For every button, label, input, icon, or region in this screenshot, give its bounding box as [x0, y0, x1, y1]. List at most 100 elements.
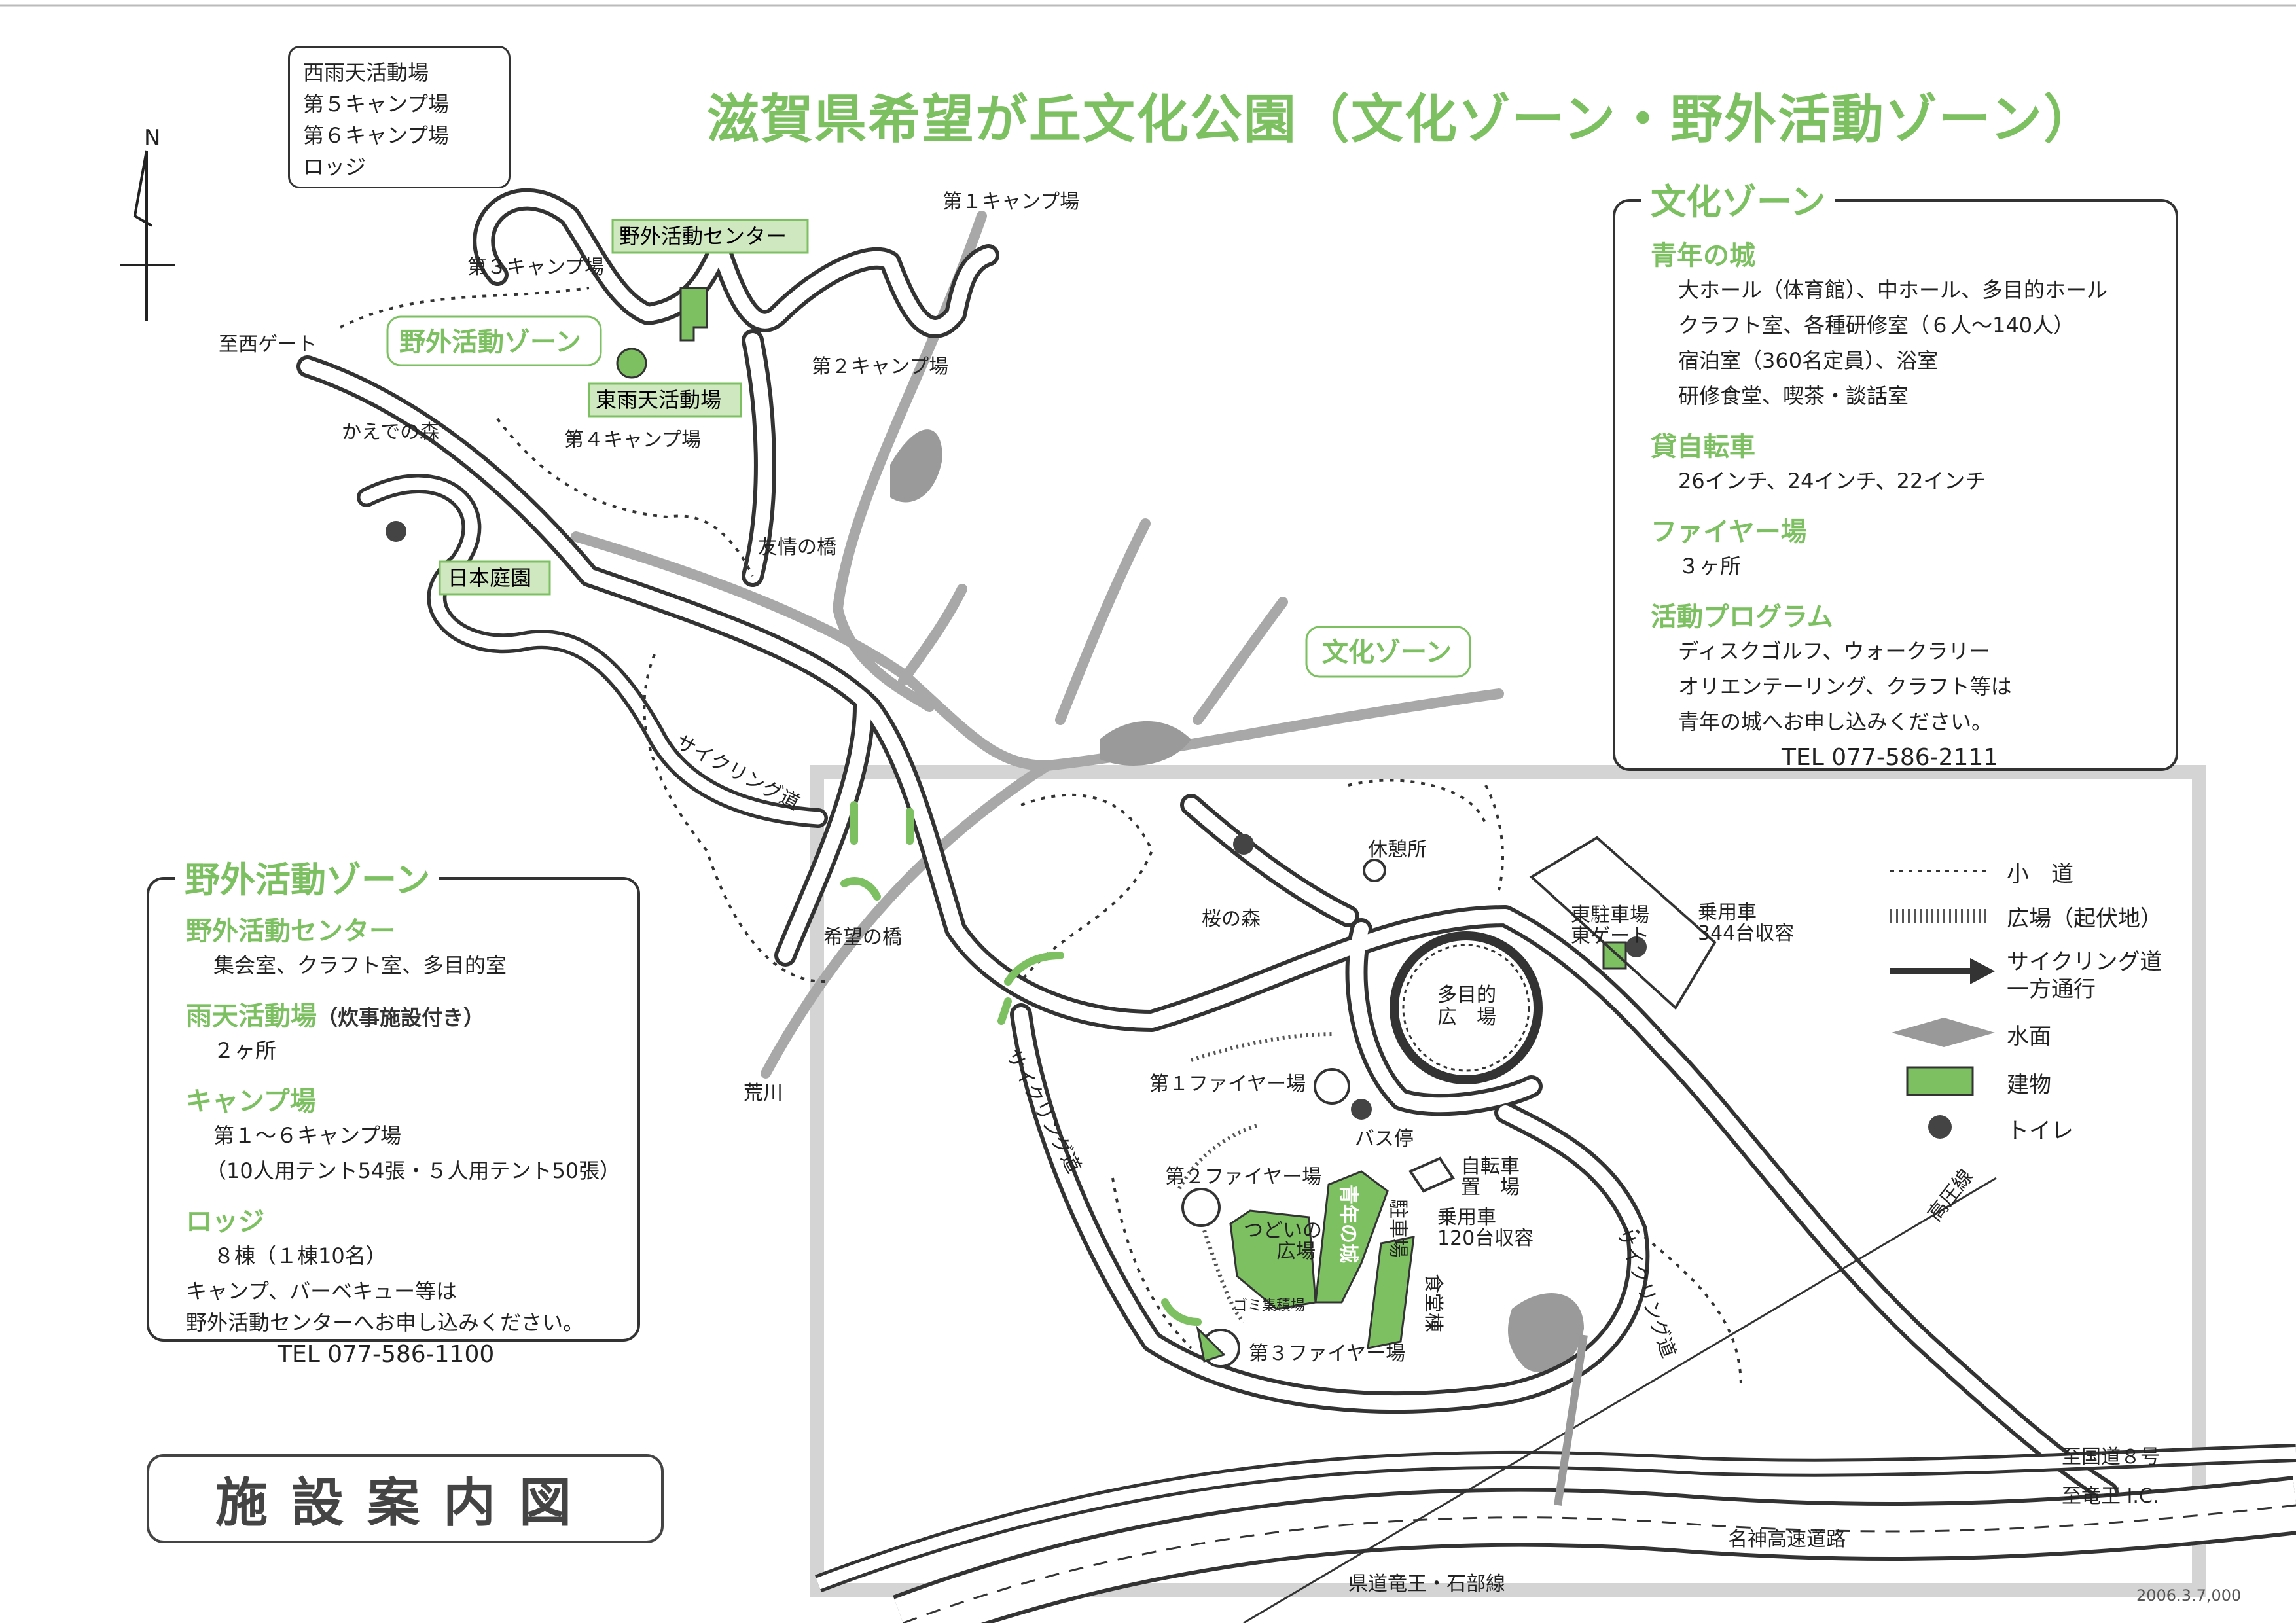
label-multi-plaza-line1: 多目的 — [1437, 984, 1496, 1007]
tsudoi-plaza-building — [1229, 1209, 1317, 1310]
label-seinen: 青年の城 — [1336, 1185, 1359, 1263]
rest-area-marker — [1363, 859, 1386, 882]
outdoor-heading-text: 雨天活動場 — [186, 1001, 317, 1031]
label-fire3: 第３ファイヤー場 — [1249, 1342, 1405, 1365]
cycling-arrow-6 — [1161, 1298, 1202, 1326]
outdoor-section-line: 第１〜６キャンプ場 — [213, 1123, 402, 1148]
legend-plaza: 広場（起伏地） — [2007, 906, 2162, 932]
culture-section-line: ディスクゴルフ、ウォークラリー — [1678, 639, 1990, 664]
roads — [296, 188, 2119, 1503]
cycling-arrow-3 — [840, 877, 881, 901]
boxed-labels: 野外活動センター 東雨天活動場 日本庭園 野外活動ゾーン 文化ゾーン — [386, 219, 1471, 678]
box-japanese-garden — [439, 560, 551, 596]
label-bus-stop: バス停 — [1355, 1128, 1414, 1150]
cycling-arrow-5 — [997, 997, 1012, 1025]
label-rest: 休憩所 — [1368, 838, 1427, 861]
label-outdoor-zone: 野外活動ゾーン — [399, 327, 581, 357]
path-east — [1484, 785, 1504, 891]
outdoor-section-heading: ロッジ — [186, 1200, 624, 1238]
label-yujo-bridge: 友情の橋 — [758, 536, 836, 559]
east-parking-lot — [1529, 836, 1717, 1010]
outdoor-section-line: ２ヶ所 — [213, 1038, 277, 1063]
east-gate-building — [1602, 941, 1627, 970]
box-culture-zone — [1305, 626, 1471, 678]
path-fire — [1111, 1177, 1193, 1349]
culture-section-line: オリエンテーリング、クラフト等は — [1678, 674, 2012, 699]
path-camp3 — [340, 287, 590, 329]
culture-section-heading: ファイヤー場 — [1651, 517, 1807, 547]
outdoor-section-line: 集会室、クラフト室、多目的室 — [213, 953, 507, 978]
bike-parking — [1408, 1156, 1455, 1193]
label-west-gate: 至西ゲート — [219, 333, 317, 356]
label-dining: 食堂棟 — [1422, 1274, 1444, 1332]
culture-section-line: ３ヶ所 — [1678, 554, 1742, 579]
label-arakawa: 荒川 — [744, 1082, 783, 1105]
label-ryuo: 至竜王 I.C. — [2062, 1485, 2159, 1508]
outdoor-footer-line: 野外活動センターへお申し込みください。 — [186, 1310, 584, 1335]
toilet-east-gate — [1626, 936, 1647, 957]
plaza-hatch-2 — [1176, 1124, 1257, 1192]
label-bike-parking-line2: 置 場 — [1461, 1176, 1520, 1199]
label-multi-plaza-line2: 広 場 — [1437, 1006, 1496, 1029]
plaza-hatches — [1176, 1032, 1336, 1324]
label-camp1: 第１キャンプ場 — [942, 190, 1079, 213]
dining-hall-building — [1367, 1236, 1415, 1349]
legend-toilet: トイレ — [2007, 1118, 2073, 1144]
label-cycling-center: サイクリング道 — [1001, 1045, 1085, 1177]
east-rain-site-marker — [616, 348, 647, 379]
box-east-rain — [588, 382, 742, 418]
outdoor-tel: TEL 077-586-1100 — [278, 1341, 495, 1368]
box-outdoor-center — [611, 219, 809, 254]
culture-section-line: 26インチ、24インチ、22インチ — [1678, 469, 1986, 493]
path-sakura — [1020, 793, 1154, 983]
culture-zone-frame — [810, 765, 2206, 1597]
toilet-bus — [1351, 1099, 1372, 1120]
label-car-344-line2: 344台収容 — [1698, 922, 1794, 945]
outdoor-section-heading: 雨天活動場（炊事施設付き） — [186, 995, 624, 1033]
toilet-sakura — [1233, 834, 1254, 855]
callout-line: 西雨天活動場 — [303, 60, 429, 85]
label-kibou-bridge: 希望の橋 — [823, 926, 902, 949]
plaza-hatch-3 — [1202, 1230, 1246, 1324]
outdoor-section-line: （10人用テント54張・５人用テント50張） — [206, 1158, 621, 1183]
river-branch-3 — [1193, 597, 1288, 725]
legend-water: 水面 — [2007, 1024, 2051, 1050]
garbage-building — [1196, 1325, 1226, 1363]
callout-line: 第６キャンプ場 — [303, 123, 450, 148]
north-label: N — [144, 125, 160, 151]
label-japanese-garden: 日本庭園 — [448, 565, 531, 590]
river-main — [571, 531, 1504, 772]
seinen-no-shiro-building — [1314, 1170, 1389, 1304]
label-meishin: 名神高速道路 — [1728, 1528, 1846, 1551]
buildings — [679, 287, 1627, 1363]
toilet-kaede — [386, 521, 406, 542]
path-south-east — [1635, 1229, 1742, 1388]
outdoor-heading-note: （炊事施設付き） — [317, 1005, 485, 1030]
culture-section-line: クラフト室、各種研修室（６人〜140人） — [1678, 313, 2075, 338]
culture-zone-panel: 文化ゾーン 青年の城 大ホール（体育館）、中ホール、多目的ホール クラフト室、各… — [1613, 173, 2178, 771]
box-outdoor-zone — [386, 315, 602, 366]
north-arrow — [120, 150, 175, 321]
outdoor-section-heading: 野外活動センター — [186, 910, 624, 948]
culture-panel-title: 文化ゾーン — [1641, 173, 1835, 224]
label-east-rain: 東雨天活動場 — [596, 387, 721, 412]
outdoor-heading-text: 野外活動センター — [186, 916, 395, 946]
callout-line: 第５キャンプ場 — [303, 92, 450, 116]
outdoor-section-line: ８棟（１棟10名） — [213, 1243, 387, 1268]
path-camp4 — [496, 418, 754, 577]
label-tsudoi-line2: 広場 — [1276, 1240, 1316, 1263]
label-garbage: ゴミ集積場 — [1233, 1298, 1305, 1314]
water-bodies — [890, 429, 1584, 1373]
culture-section-heading: 貸自転車 — [1651, 432, 1755, 462]
label-east-gate: 東ゲート — [1571, 925, 1649, 948]
culture-section-line: 青年の城へお申し込みください。 — [1678, 709, 1993, 734]
legend-path: 小 道 — [2007, 861, 2073, 887]
label-camp4: 第４キャンプ場 — [564, 429, 701, 452]
print-footnote: 2006.3.7,000 — [2136, 1586, 2242, 1605]
culture-section-heading: 活動プログラム — [1651, 602, 1833, 632]
fire-site-1 — [1314, 1068, 1350, 1105]
culture-section-line: 大ホール（体育館）、中ホール、多目的ホール — [1678, 277, 2108, 302]
culture-section-heading: 青年の城 — [1651, 241, 1755, 271]
label-kaede: かえでの森 — [342, 421, 439, 444]
